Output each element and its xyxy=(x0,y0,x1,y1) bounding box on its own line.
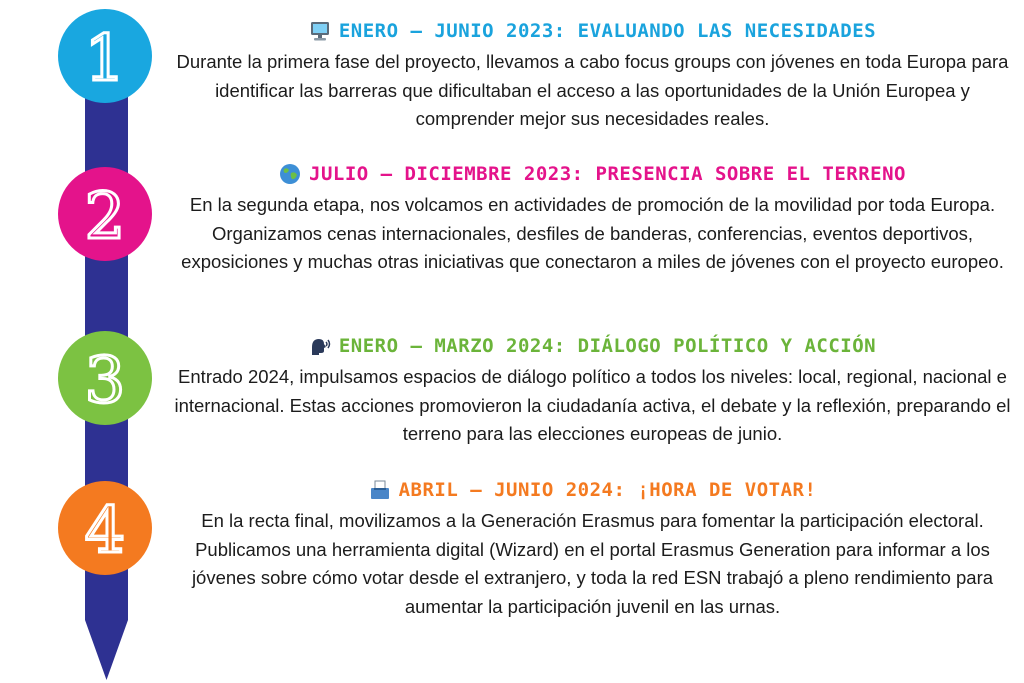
phase-body-4: En la recta final, movilizamos a la Gene… xyxy=(191,510,994,617)
milestone-number-1: 1 xyxy=(85,22,126,96)
milestone-number-3: 3 xyxy=(85,344,126,418)
milestone-circle-1 xyxy=(58,9,152,103)
phase-3: Enero – marzo 2024: Diálogo político y a… xyxy=(165,334,1020,449)
phase-title-1: Enero – junio 2023: Evaluando las necesi… xyxy=(165,19,1020,43)
ballot-box-icon xyxy=(370,480,389,499)
speaking-head-icon xyxy=(311,339,331,355)
phase-title-text-2: Julio – diciembre 2023: Presencia sobre … xyxy=(309,163,906,185)
milestone-4: 4 xyxy=(58,481,152,575)
computer-icon xyxy=(310,22,329,41)
phase-title-text-3: Enero – marzo 2024: Diálogo político y a… xyxy=(338,335,877,357)
globe-icon xyxy=(280,164,301,184)
phase-body-2: En la segunda etapa, nos volcamos en act… xyxy=(181,194,1004,272)
phase-title-4: Abril – junio 2024: ¡Hora de votar! xyxy=(165,478,1020,502)
phase-title-text-1: Enero – junio 2023: Evaluando las necesi… xyxy=(338,20,877,42)
phase-1: Enero – junio 2023: Evaluando las necesi… xyxy=(165,19,1020,134)
milestone-number-4: 4 xyxy=(85,494,126,568)
phase-4: Abril – junio 2024: ¡Hora de votar! En l… xyxy=(165,478,1020,621)
milestone-circle-3 xyxy=(58,331,152,425)
milestone-1: 1 xyxy=(58,9,152,103)
milestone-number-2: 2 xyxy=(85,180,126,254)
phase-title-3: Enero – marzo 2024: Diálogo político y a… xyxy=(165,334,1020,358)
milestone-circle-4 xyxy=(58,481,152,575)
milestone-3: 3 xyxy=(58,331,152,425)
phase-2: Julio – diciembre 2023: Presencia sobre … xyxy=(165,162,1020,277)
milestone-2: 2 xyxy=(58,167,152,261)
phase-body-1: Durante la primera fase del proyecto, ll… xyxy=(176,51,1009,129)
phase-title-2: Julio – diciembre 2023: Presencia sobre … xyxy=(165,162,1020,186)
milestone-circle-2 xyxy=(58,167,152,261)
timeline: 1 2 3 4 xyxy=(58,9,152,680)
phase-title-text-4: Abril – junio 2024: ¡Hora de votar! xyxy=(398,479,817,501)
phase-body-3: Entrado 2024, impulsamos espacios de diá… xyxy=(174,366,1011,444)
